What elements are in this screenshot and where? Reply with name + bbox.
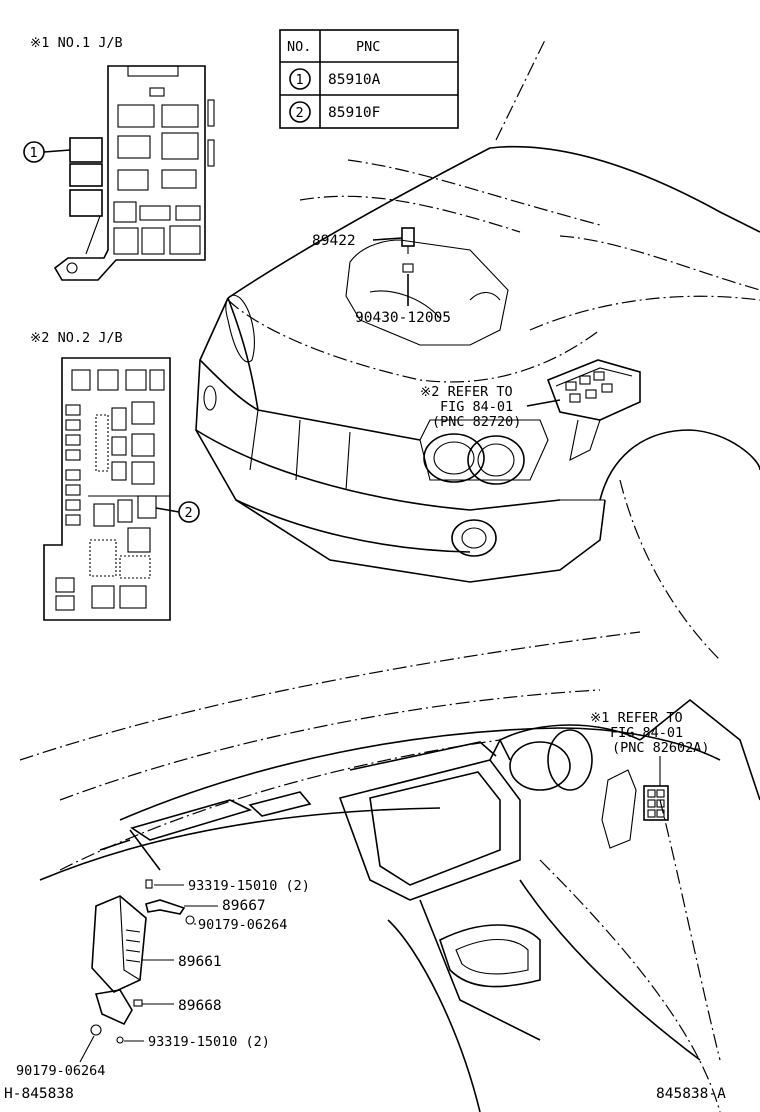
part-93319-15010-top-label: 93319-15010 (2) [188, 878, 310, 894]
part-90430-12005-label: 90430-12005 [355, 310, 451, 326]
leader-89422 [372, 237, 403, 241]
footer-right-code: 845838-A [656, 1086, 726, 1102]
part-90179-06264-left-label: 90179-06264 [16, 1063, 105, 1079]
table-row-pnc: 85910A [328, 72, 381, 88]
table-row-pnc: 85910F [328, 105, 380, 121]
part-89422-label: 89422 [312, 233, 356, 249]
jb2-inset: ※2 NO.2 J/B [30, 330, 200, 621]
leader-90179-left [79, 1035, 95, 1063]
ref-note-jb2-line1: ※2 REFER TO [420, 384, 513, 400]
table-row: 2 85910F [289, 101, 380, 123]
vehicle-front-drawing [195, 39, 760, 661]
ref-note-jb1-line2: FIG 84-01 [610, 725, 683, 741]
callout-1-label: 1 [30, 145, 38, 161]
pnc-table: NO. PNC 1 85910A 2 85910F [279, 29, 459, 129]
callout-2: 2 [155, 501, 200, 523]
footer-left-code: H-845838 [4, 1086, 74, 1102]
engine-bay-jb [546, 359, 641, 461]
jb2-title: ※2 NO.2 J/B [30, 330, 123, 346]
ref-note-jb1: ※1 REFER TO FIG 84-01 (PNC 82602A) [590, 710, 710, 786]
ecu-assembly [90, 879, 195, 1044]
jb1-inset: ※1 NO.1 J/B 1 [23, 35, 215, 281]
part-90179-06264-right-label: 90179-06264 [198, 917, 287, 933]
table-header-pnc: PNC [356, 39, 380, 55]
part-93319-15010-bottom-label: 93319-15010 (2) [148, 1034, 270, 1050]
ref-note-jb1-line3: (PNC 82602A) [612, 740, 710, 756]
dash-jb1 [601, 769, 669, 849]
part-89667-label: 89667 [222, 898, 266, 914]
ref-note-jb2: ※2 REFER TO FIG 84-01 (PNC 82720) [420, 384, 561, 430]
part-89668-label: 89668 [178, 998, 222, 1014]
table-row: 1 85910A [289, 68, 381, 90]
part-89661-label: 89661 [178, 954, 222, 970]
table-row-no: 1 [296, 72, 304, 88]
ref-note-jb2-line3: (PNC 82720) [432, 414, 521, 430]
table-header-no: NO. [287, 39, 311, 55]
table-row-no: 2 [296, 105, 304, 121]
ref-note-jb2-line2: FIG 84-01 [440, 399, 513, 415]
callout-1: 1 [23, 141, 71, 163]
callout-2-label: 2 [185, 505, 193, 521]
jb2-drawing [43, 357, 171, 621]
dashboard-drawing [19, 631, 760, 1112]
jb1-drawing [53, 65, 215, 281]
ref-note-jb1-line1: ※1 REFER TO [590, 710, 683, 726]
jb1-title: ※1 NO.1 J/B [30, 35, 123, 51]
